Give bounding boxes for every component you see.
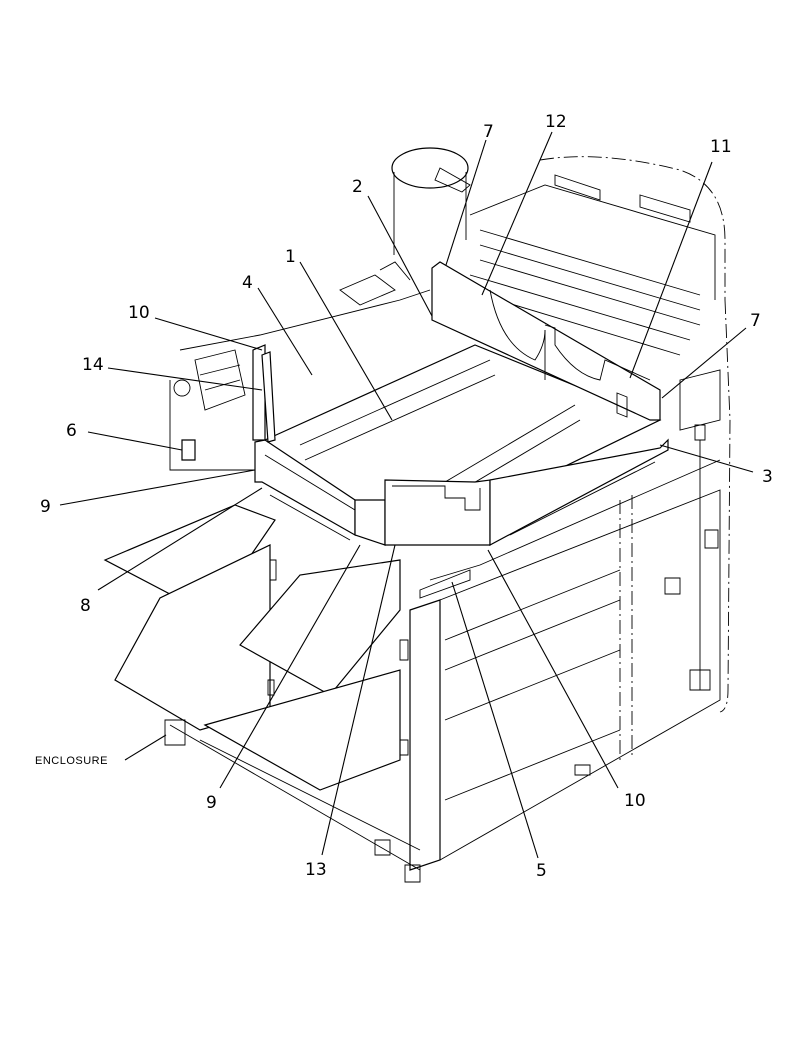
enclosure-frame <box>164 299 731 883</box>
callout-7-right: 7 <box>750 311 761 331</box>
left-posts <box>181 344 276 461</box>
callout-5: 5 <box>536 861 547 881</box>
callout-13: 13 <box>305 860 327 880</box>
exhaust-stack <box>391 147 471 255</box>
callout-7-top: 7 <box>483 122 494 142</box>
callout-12: 12 <box>545 112 567 132</box>
left-housing <box>169 261 431 471</box>
callout-8: 8 <box>80 596 91 616</box>
callout-1: 1 <box>285 247 296 267</box>
callout-9-left: 9 <box>40 497 51 517</box>
callout-10-bottom: 10 <box>624 791 646 811</box>
door-panels <box>103 504 401 791</box>
callout-6: 6 <box>66 421 77 441</box>
callout-14: 14 <box>82 355 104 375</box>
callout-11: 11 <box>710 137 732 157</box>
callout-10-left: 10 <box>128 303 150 323</box>
front-wall <box>254 438 669 547</box>
rear-panel <box>431 261 661 421</box>
enclosure-label: ENCLOSURE <box>35 755 108 767</box>
callout-9-bottom: 9 <box>206 793 217 813</box>
callout-3: 3 <box>762 467 773 487</box>
leader-lines <box>59 131 754 859</box>
callout-2: 2 <box>352 177 363 197</box>
radiator-housing <box>464 156 726 356</box>
callout-4: 4 <box>242 273 253 293</box>
